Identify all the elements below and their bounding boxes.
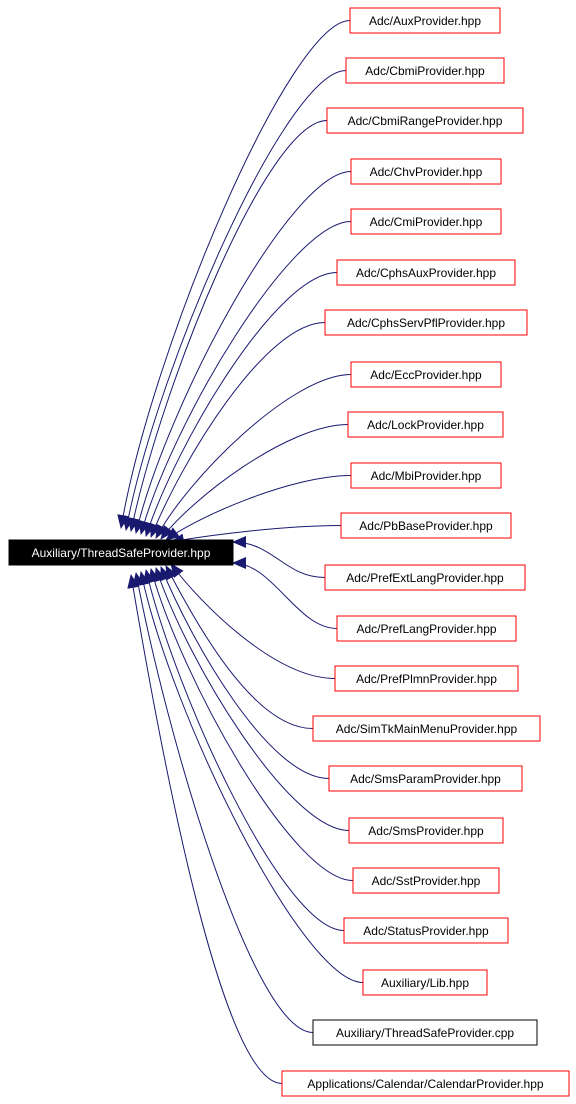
includer-node-box [350,462,502,489]
includer-node[interactable]: Applications/Calendar/CalendarProvider.h… [281,1070,570,1097]
includer-node-label: Applications/Calendar/CalendarProvider.h… [307,1077,543,1091]
includer-node[interactable]: Adc/SmsParamProvider.hpp [328,765,523,792]
includer-node-label: Adc/ChvProvider.hpp [370,165,483,179]
includer-node[interactable]: Adc/PrefLangProvider.hpp [336,615,517,642]
includer-node[interactable]: Adc/PrefExtLangProvider.hpp [324,564,526,591]
includer-node-box [350,208,502,235]
includer-node-box [336,615,517,642]
includer-node-box [328,765,523,792]
includer-node[interactable]: Adc/CphsServPflProvider.hpp [324,309,528,336]
includer-node-label: Adc/SmsProvider.hpp [368,824,484,838]
include-edge [150,322,326,538]
includer-node-box [348,817,504,844]
includer-node[interactable]: Adc/StatusProvider.hpp [343,917,509,944]
includer-node-box [312,715,541,742]
include-edge [148,568,354,881]
include-edge [232,536,326,578]
includer-node-box [349,7,501,34]
include-edge [160,424,349,540]
includer-node[interactable]: Adc/PrefPlmnProvider.hpp [334,665,519,692]
includer-node-label: Adc/MbiProvider.hpp [371,469,482,483]
includer-node-box [340,512,512,539]
includer-node-box [350,158,502,185]
includer-node-label: Adc/PrefExtLangProvider.hpp [346,571,504,585]
includer-node[interactable]: Adc/EccProvider.hpp [350,361,502,388]
includer-node[interactable]: Adc/PbBaseProvider.hpp [340,512,512,539]
includer-node-label: Adc/SmsParamProvider.hpp [350,772,501,786]
includer-node[interactable]: Adc/SstProvider.hpp [352,867,500,894]
includer-node-box [352,867,500,894]
includer-node[interactable]: Adc/MbiProvider.hpp [350,462,502,489]
include-edge [137,571,364,983]
includer-node-label: Auxiliary/Lib.hpp [381,976,469,990]
includer-node-box [350,361,502,388]
includer-node[interactable]: Auxiliary/Lib.hpp [362,969,488,996]
includer-node-box [281,1070,570,1097]
includer-node-box [345,57,505,84]
include-edge [170,563,336,679]
includer-node-box [324,309,528,336]
includer-node-box [312,1019,538,1046]
includer-node-box [326,107,524,134]
includer-node-label: Adc/PrefLangProvider.hpp [356,622,496,636]
include-edge [155,374,352,539]
includer-node-label: Adc/StatusProvider.hpp [363,924,489,938]
include-edge [117,20,351,529]
includer-node[interactable]: Adc/AuxProvider.hpp [349,7,501,34]
includer-node-label: Adc/PbBaseProvider.hpp [359,519,493,533]
includer-node[interactable]: Adc/CphsAuxProvider.hpp [336,259,516,286]
includer-node[interactable]: Adc/CbmiProvider.hpp [345,57,505,84]
include-edge [165,475,352,541]
include-edge [160,566,330,779]
includer-node-label: Adc/EccProvider.hpp [370,368,482,382]
include-edge [232,557,338,629]
include-edge [132,572,314,1033]
include-edge [133,171,352,534]
root-node-box [8,539,234,566]
includer-node[interactable]: Adc/ChvProvider.hpp [350,158,502,185]
includer-node-box [362,969,488,996]
include-edge [143,569,345,931]
includer-node-label: Adc/LockProvider.hpp [367,418,484,432]
include-edge [165,565,314,729]
includer-node-label: Adc/CbmiProvider.hpp [365,64,485,78]
include-edge [127,120,328,532]
include-edge [154,567,350,831]
root-node-label: Auxiliary/ThreadSafeProvider.hpp [32,546,211,560]
include-edge [122,70,347,531]
includer-node-label: Adc/CphsAuxProvider.hpp [356,266,496,280]
edges-layer [117,20,364,1084]
includer-node[interactable]: Adc/LockProvider.hpp [347,411,504,438]
includer-node-label: Adc/PrefPlmnProvider.hpp [356,672,497,686]
include-edge [144,272,338,537]
includer-node-label: Adc/AuxProvider.hpp [369,14,481,28]
includer-node-label: Adc/CmiProvider.hpp [370,215,483,229]
includer-node[interactable]: Adc/SimTkMainMenuProvider.hpp [312,715,541,742]
include-edge [138,221,352,535]
includer-node-box [336,259,516,286]
includer-node-label: Adc/CbmiRangeProvider.hpp [348,114,503,128]
includer-node[interactable]: Adc/CbmiRangeProvider.hpp [326,107,524,134]
includer-node-label: Adc/SstProvider.hpp [372,874,481,888]
includer-node-box [343,917,509,944]
include-edge [127,574,283,1084]
includer-node-box [324,564,526,591]
includers-layer: Adc/AuxProvider.hppAdc/CbmiProvider.hppA… [281,7,570,1097]
root-node[interactable]: Auxiliary/ThreadSafeProvider.hpp [8,539,234,566]
includer-node[interactable]: Adc/SmsProvider.hpp [348,817,504,844]
includer-node-label: Auxiliary/ThreadSafeProvider.cpp [336,1026,514,1040]
includer-node[interactable]: Auxiliary/ThreadSafeProvider.cpp [312,1019,538,1046]
includer-node-box [334,665,519,692]
includer-node[interactable]: Adc/CmiProvider.hpp [350,208,502,235]
includer-node-label: Adc/CphsServPflProvider.hpp [347,316,505,330]
includer-node-label: Adc/SimTkMainMenuProvider.hpp [336,722,518,736]
includer-node-box [347,411,504,438]
